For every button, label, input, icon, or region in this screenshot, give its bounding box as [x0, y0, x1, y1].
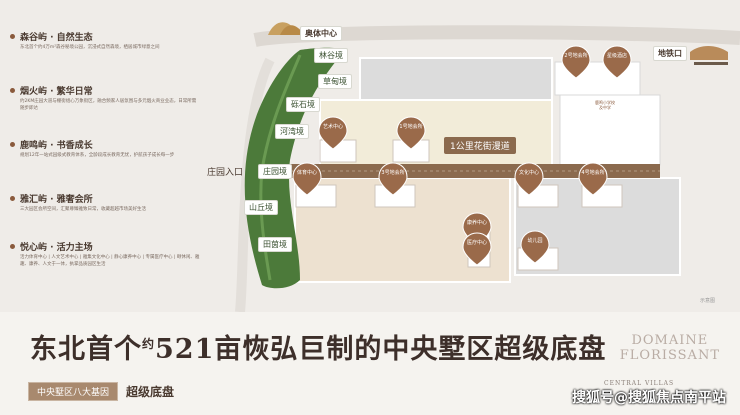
- pin-icon: [561, 45, 591, 79]
- legend-item: 烟火屿 · 繁华日常 约2KM庄园大道与棚街组心万象街区，融合频家人居氛围与多元…: [10, 84, 210, 112]
- metro-label: 地铁口: [653, 46, 687, 61]
- legend-desc: 东北首个约4万m²森谷秘境公园，沉浸式自然森境，栖居城市绿意之间: [20, 45, 160, 50]
- bullet-icon: [10, 196, 15, 201]
- central-villas: CENTRAL VILLAS: [604, 380, 675, 387]
- legend-desc: 三大园区会所空间，汇聚尊臻雅致日常，收藏超越市场美好生活: [20, 207, 146, 212]
- tag-right: 超级底盘: [126, 385, 175, 399]
- headline-part-a: 东北首个: [30, 334, 142, 365]
- green-label-lishi: 砾石境: [286, 97, 320, 112]
- bottom-banner: [0, 312, 740, 415]
- green-label-zhuangyuan: 庄园境: [258, 164, 292, 179]
- legend-title: 雅汇屿 · 雅奢会所: [20, 195, 93, 205]
- headline: 东北首个约521亩恢弘巨制的中央墅区超级底盘: [30, 327, 606, 366]
- pin-label: 幼儿园: [527, 238, 543, 244]
- pin-label: 艺术中心: [322, 124, 343, 130]
- pin-icon: [378, 162, 408, 196]
- pin-label: 星级酒店: [606, 53, 627, 59]
- boulevard-label: 1公里花街漫道: [444, 137, 516, 154]
- legend-title: 烟火屿 · 繁华日常: [20, 87, 93, 97]
- map-pin[interactable]: 4号地会所: [578, 162, 608, 196]
- school-label: 鹿鸣小学校及中学: [595, 100, 615, 110]
- headline-sup: 约: [142, 337, 156, 351]
- map-pin[interactable]: 2号地会所: [561, 45, 591, 79]
- legend-title: 鹿鸣屿 · 书香成长: [20, 141, 93, 151]
- bullet-icon: [10, 88, 15, 93]
- legend-item: 森谷屿 · 自然生态 东北首个约4万m²森谷秘境公园，沉浸式自然森境，栖居城市绿…: [10, 30, 210, 52]
- pin-label: 医疗中心: [466, 240, 487, 246]
- pin-icon: [514, 162, 544, 196]
- pin-label: 1号地会所: [399, 124, 423, 130]
- legend-item: 悦心屿 · 活力主场 活力体育中心 | 人文艺术中心 | 雅集文化中心 | 静心…: [10, 240, 210, 268]
- green-label-caodian: 草甸境: [318, 74, 352, 89]
- pin-icon: [318, 116, 348, 150]
- legend-desc: 规划12年一站式园级式教育体系，全龄段成长教育无忧，护航孩子成长每一步: [20, 153, 175, 158]
- pin-label: 2号地会所: [564, 53, 588, 59]
- bullet-icon: [10, 142, 15, 147]
- pin-label: 康养中心: [466, 220, 487, 226]
- map-pin[interactable]: 体育中心: [292, 162, 322, 196]
- pin-icon: [292, 162, 322, 196]
- logo-line1: DOMAINE: [631, 333, 709, 348]
- green-label-linguji: 林谷境: [314, 48, 348, 63]
- legend-item: 雅汇屿 · 雅奢会所 三大园区会所空间，汇聚尊臻雅致日常，收藏超越市场美好生活: [10, 192, 210, 214]
- map-pin[interactable]: 幼儿园: [520, 230, 550, 264]
- headline-part-b: 521亩恢弘巨制的中央墅区超级底盘: [155, 334, 607, 365]
- logo-line2: FLORISSANT: [619, 348, 720, 363]
- pin-label: 3号地会所: [381, 170, 405, 176]
- legend-desc: 约2KM庄园大道与棚街组心万象街区，融合频家人居氛围与多元烟火商业业态，日常所需…: [20, 99, 197, 111]
- pin-label: 体育中心: [296, 170, 317, 176]
- bullet-icon: [10, 34, 15, 39]
- green-label-shanqiu: 山丘境: [244, 200, 278, 215]
- sports-center-label: 奥体中心: [300, 26, 342, 41]
- pin-icon: [602, 45, 632, 79]
- pin-icon: [462, 232, 492, 266]
- map-note: 示意图: [700, 298, 716, 304]
- tag-left: 中央墅区八大基因: [28, 382, 119, 401]
- pin-icon: [520, 230, 550, 264]
- legend-item: 鹿鸣屿 · 书香成长 规划12年一站式园级式教育体系，全龄段成长教育无忧，护航孩…: [10, 138, 210, 160]
- bullet-icon: [10, 244, 15, 249]
- pin-label: 4号地会所: [581, 170, 605, 176]
- map-pin[interactable]: 1号地会所: [396, 116, 426, 150]
- map-pin[interactable]: 医疗中心: [462, 232, 492, 266]
- pin-icon: [396, 116, 426, 150]
- tag-box: 中央墅区八大基因 超级底盘: [28, 382, 174, 401]
- green-label-hewan: 河湾境: [275, 124, 309, 139]
- map-pin[interactable]: 艺术中心: [318, 116, 348, 150]
- pin-icon: [578, 162, 608, 196]
- legend-title: 森谷屿 · 自然生态: [20, 33, 93, 43]
- pin-label: 文化中心: [518, 170, 539, 176]
- legend-desc: 活力体育中心 | 人文艺术中心 | 雅集文化中心 | 静心康养中心 | 专属医疗…: [20, 255, 200, 267]
- watermark: 搜狐号@搜狐焦点南平站: [572, 390, 726, 406]
- entrance-label: 庄园入口: [207, 168, 244, 178]
- map-pin[interactable]: 星级酒店: [602, 45, 632, 79]
- green-label-tianyin: 田茵境: [258, 237, 292, 252]
- map-pin[interactable]: 文化中心: [514, 162, 544, 196]
- map-pin[interactable]: 3号地会所: [378, 162, 408, 196]
- legend-title: 悦心屿 · 活力主场: [20, 243, 93, 253]
